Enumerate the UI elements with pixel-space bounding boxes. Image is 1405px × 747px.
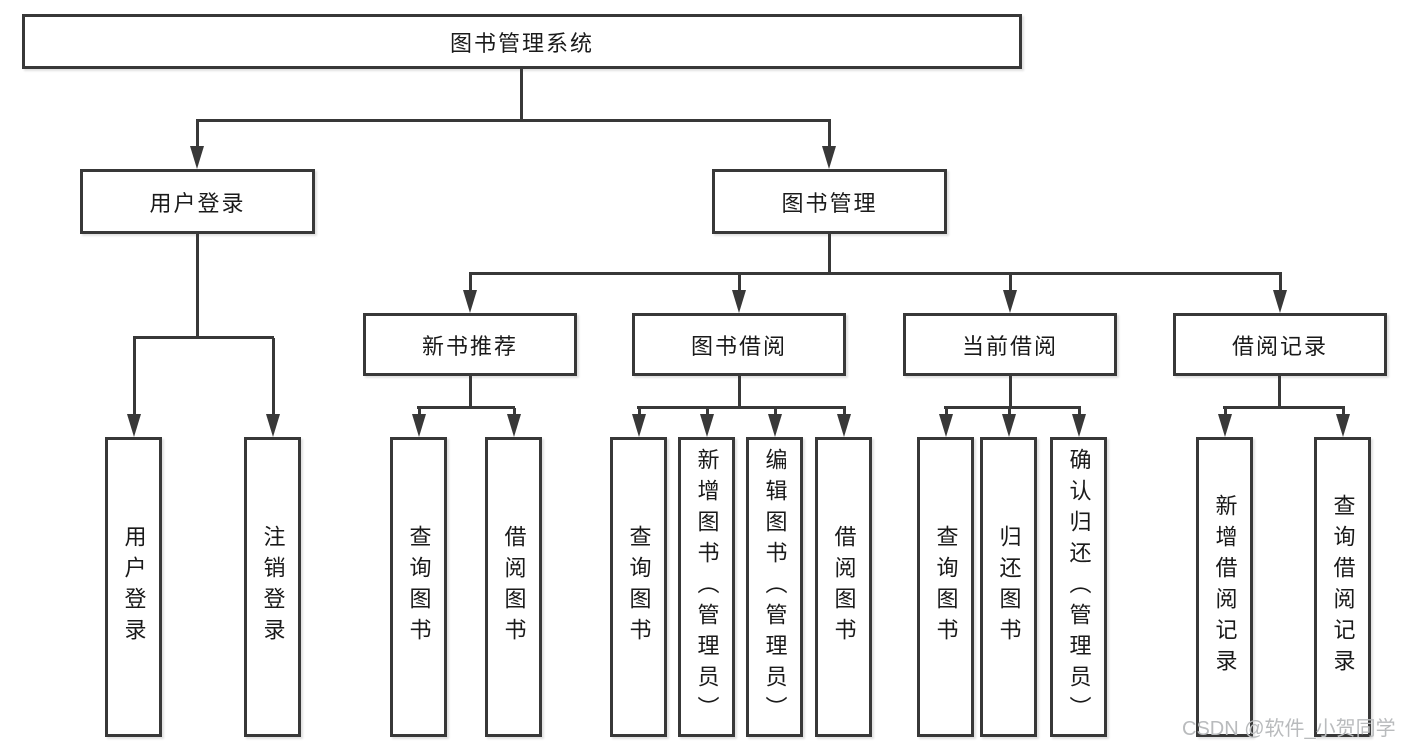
leaf-return-books: 归还图书 bbox=[980, 437, 1037, 737]
node-current-borrow-label: 当前借阅 bbox=[961, 333, 1058, 359]
arrow-down-group2-borrow bbox=[837, 408, 851, 437]
leaf-query-borrow-record: 查询借阅记录 bbox=[1314, 437, 1371, 737]
arrow-down-group2-add bbox=[700, 408, 714, 437]
connector-group2-bar bbox=[637, 406, 846, 409]
connector-group2-stem bbox=[738, 376, 741, 409]
leaf-add-book-admin: 新增图书（管理员） bbox=[678, 437, 735, 737]
node-current-borrow: 当前借阅 bbox=[903, 313, 1117, 376]
connector-group4-stem bbox=[1278, 376, 1281, 409]
arrow-down-group3-query bbox=[939, 408, 953, 437]
node-new-book-recommend: 新书推荐 bbox=[363, 313, 577, 376]
leaf-user-login-label: 用户登录 bbox=[121, 525, 147, 649]
node-book-management: 图书管理 bbox=[712, 169, 947, 234]
node-user-login: 用户登录 bbox=[80, 169, 315, 234]
arrow-down-to-borrow-records bbox=[1273, 274, 1287, 313]
node-borrow-records-label: 借阅记录 bbox=[1231, 333, 1328, 359]
leaf-recommend-query-books: 查询图书 bbox=[390, 437, 447, 737]
node-new-book-recommend-label: 新书推荐 bbox=[421, 333, 518, 359]
connector-user-login-stem bbox=[196, 233, 199, 339]
leaf-borrow-borrow-books: 借阅图书 bbox=[815, 437, 872, 737]
arrow-down-to-leaf-logout bbox=[266, 338, 280, 437]
leaf-edit-book-admin-label: 编辑图书（管理员） bbox=[762, 447, 788, 727]
leaf-confirm-return-admin: 确认归还（管理员） bbox=[1050, 437, 1107, 737]
arrow-down-to-book-borrow bbox=[732, 274, 746, 313]
arrow-down-to-current-borrow bbox=[1003, 274, 1017, 313]
node-book-borrow: 图书借阅 bbox=[632, 313, 846, 376]
leaf-borrow-query-books: 查询图书 bbox=[610, 437, 667, 737]
leaf-recommend-borrow-books: 借阅图书 bbox=[485, 437, 542, 737]
leaf-recommend-query-books-label: 查询图书 bbox=[406, 525, 432, 649]
connector-user-login-bar bbox=[133, 336, 274, 339]
arrow-down-group2-query bbox=[632, 408, 646, 437]
node-book-management-label: 图书管理 bbox=[781, 190, 878, 216]
arrow-down-group3-return bbox=[1002, 408, 1016, 437]
leaf-query-borrow-record-label: 查询借阅记录 bbox=[1330, 494, 1356, 680]
node-library-system: 图书管理系统 bbox=[22, 14, 1022, 69]
connector-group3-bar bbox=[944, 406, 1081, 409]
arrow-down-group1-borrow bbox=[507, 408, 521, 437]
arrow-down-to-user-login bbox=[190, 120, 204, 169]
node-library-system-label: 图书管理系统 bbox=[449, 30, 594, 56]
leaf-return-books-label: 归还图书 bbox=[996, 525, 1022, 649]
node-borrow-records: 借阅记录 bbox=[1173, 313, 1387, 376]
connector-root-bar bbox=[196, 119, 831, 122]
arrow-down-group4-add bbox=[1218, 408, 1232, 437]
connector-root-stem bbox=[520, 68, 523, 121]
connector-group4-bar bbox=[1223, 406, 1345, 409]
leaf-user-login: 用户登录 bbox=[105, 437, 162, 737]
connector-book-mgmt-bar bbox=[469, 272, 1282, 275]
arrow-down-group4-query bbox=[1336, 408, 1350, 437]
leaf-current-query-books-label: 查询图书 bbox=[933, 525, 959, 649]
node-user-login-label: 用户登录 bbox=[149, 190, 246, 216]
leaf-logout: 注销登录 bbox=[244, 437, 301, 737]
arrow-down-group2-edit bbox=[768, 408, 782, 437]
leaf-borrow-query-books-label: 查询图书 bbox=[626, 525, 652, 649]
connector-book-mgmt-stem bbox=[828, 233, 831, 275]
leaf-current-query-books: 查询图书 bbox=[917, 437, 974, 737]
leaf-add-borrow-record: 新增借阅记录 bbox=[1196, 437, 1253, 737]
leaf-add-book-admin-label: 新增图书（管理员） bbox=[694, 447, 720, 727]
connector-group1-bar bbox=[417, 406, 515, 409]
leaf-borrow-borrow-books-label: 借阅图书 bbox=[831, 525, 857, 649]
leaf-confirm-return-admin-label: 确认归还（管理员） bbox=[1066, 447, 1092, 727]
arrow-down-to-new-book-recommend bbox=[463, 274, 477, 313]
arrow-down-to-leaf-user-login bbox=[127, 338, 141, 437]
csdn-watermark: CSDN @软件_小贺同学 bbox=[1182, 718, 1396, 740]
node-book-borrow-label: 图书借阅 bbox=[690, 333, 787, 359]
arrow-down-group3-confirm bbox=[1072, 408, 1086, 437]
leaf-logout-label: 注销登录 bbox=[260, 525, 286, 649]
leaf-add-borrow-record-label: 新增借阅记录 bbox=[1212, 494, 1238, 680]
leaf-edit-book-admin: 编辑图书（管理员） bbox=[746, 437, 803, 737]
arrow-down-to-book-management bbox=[822, 120, 836, 169]
leaf-recommend-borrow-books-label: 借阅图书 bbox=[501, 525, 527, 649]
connector-group3-stem bbox=[1009, 376, 1012, 409]
arrow-down-group1-query bbox=[412, 408, 426, 437]
connector-group1-stem bbox=[469, 376, 472, 409]
